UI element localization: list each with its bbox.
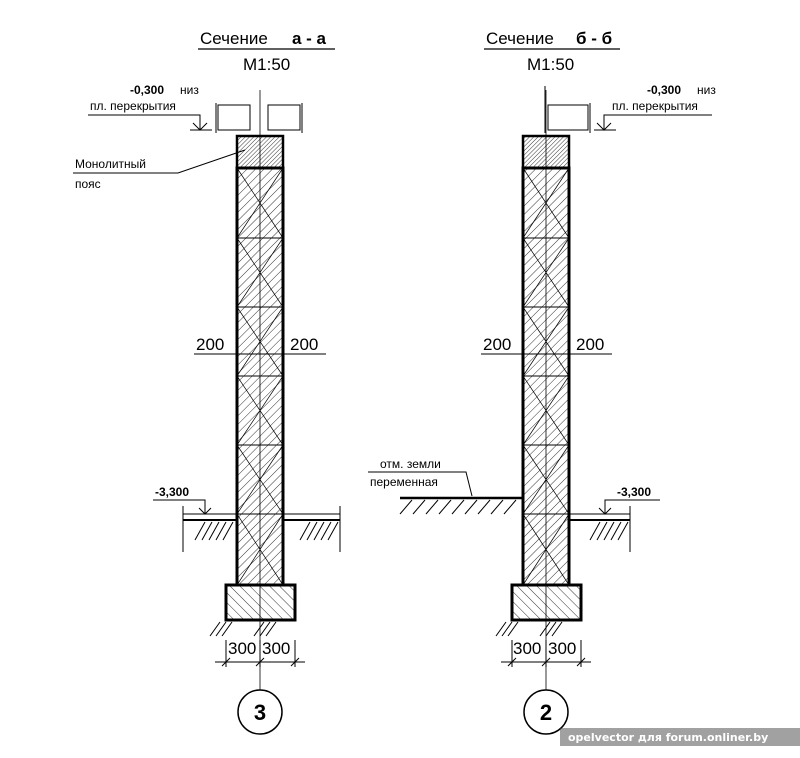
section-b-level-top-suffix: низ xyxy=(697,83,716,97)
ground-hatch xyxy=(412,499,426,515)
section-a-axis: 3 xyxy=(254,700,266,725)
ground-hatch xyxy=(451,499,465,515)
ground-hatch xyxy=(259,621,271,637)
wall-geometry xyxy=(182,90,631,690)
section-a-letters: а - а xyxy=(292,29,327,48)
ground-hatch xyxy=(617,521,629,541)
ground-note-line1: отм. земли xyxy=(380,457,441,471)
ground-hatch xyxy=(201,521,213,541)
section-a-scale: М1:50 xyxy=(243,55,290,74)
ground-hatch xyxy=(265,621,277,637)
section-b-letters: б - б xyxy=(576,29,612,48)
footing xyxy=(224,583,297,622)
section-a-footing-right: 300 xyxy=(262,639,290,658)
ground-hatch xyxy=(320,521,332,541)
ground-hatch xyxy=(299,521,311,541)
ground-hatch xyxy=(222,521,234,541)
ground-hatch xyxy=(501,621,513,637)
section-a-level-top-suffix: низ xyxy=(180,83,199,97)
section-b-level-top: -0,300 xyxy=(647,83,681,97)
ground-hatch xyxy=(507,621,519,637)
section-a-level-ground: -3,300 xyxy=(155,485,189,499)
belt-label-line1: Монолитный xyxy=(75,157,146,171)
footing xyxy=(510,583,583,622)
section-b-dim-left: 200 xyxy=(483,335,511,354)
section-a-level-top-note: пл. перекрытия xyxy=(90,99,176,113)
ground-hatch xyxy=(610,521,622,541)
ground-hatch xyxy=(503,499,517,515)
ground-hatch xyxy=(438,499,452,515)
ground-hatch xyxy=(551,621,563,637)
ground-hatch xyxy=(589,521,601,541)
ground-hatch xyxy=(313,521,325,541)
section-a-dim-left: 200 xyxy=(196,335,224,354)
section-b-footing-right: 300 xyxy=(548,639,576,658)
section-b-level-top-note: пл. перекрытия xyxy=(612,99,698,113)
section-b-dim-right: 200 xyxy=(576,335,604,354)
section-b-level-ground: -3,300 xyxy=(617,485,651,499)
ground-hatch xyxy=(596,521,608,541)
ground-hatch xyxy=(221,621,233,637)
section-a-title: Сечение xyxy=(200,29,268,48)
ground-hatch xyxy=(208,521,220,541)
section-b-footing-left: 300 xyxy=(513,639,541,658)
section-a-footing-left: 300 xyxy=(228,639,256,658)
ground-hatch xyxy=(327,521,339,541)
ground-hatch xyxy=(194,521,206,541)
ground-hatch xyxy=(495,621,507,637)
section-a-level-top: -0,300 xyxy=(130,83,164,97)
section-b-title: Сечение xyxy=(486,29,554,48)
section-b-scale: М1:50 xyxy=(527,55,574,74)
ground-hatch xyxy=(253,621,265,637)
ground-hatch xyxy=(603,521,615,541)
section-a-dim-right: 200 xyxy=(290,335,318,354)
section-b: Сечение б - б М1:50 -0,300 низ пл. перек… xyxy=(368,29,716,735)
ground-note-line2: переменная xyxy=(370,475,438,489)
section-a: Сечение а - а М1:50 -0,300 низ пл. перек… xyxy=(73,29,335,735)
ground-hatch xyxy=(490,499,504,515)
ground-hatch xyxy=(477,499,491,515)
ground-hatch xyxy=(306,521,318,541)
ground-hatch xyxy=(399,499,413,515)
ground-hatch xyxy=(215,521,227,541)
ground-hatch xyxy=(215,621,227,637)
belt-label-line2: пояс xyxy=(75,177,101,191)
ground-hatch xyxy=(425,499,439,515)
section-b-axis: 2 xyxy=(540,700,552,725)
ground-hatch xyxy=(464,499,478,515)
watermark: opelvector для forum.onliner.by xyxy=(568,731,768,744)
ground-hatch xyxy=(209,621,221,637)
ground-hatch xyxy=(545,621,557,637)
ground-hatch xyxy=(539,621,551,637)
